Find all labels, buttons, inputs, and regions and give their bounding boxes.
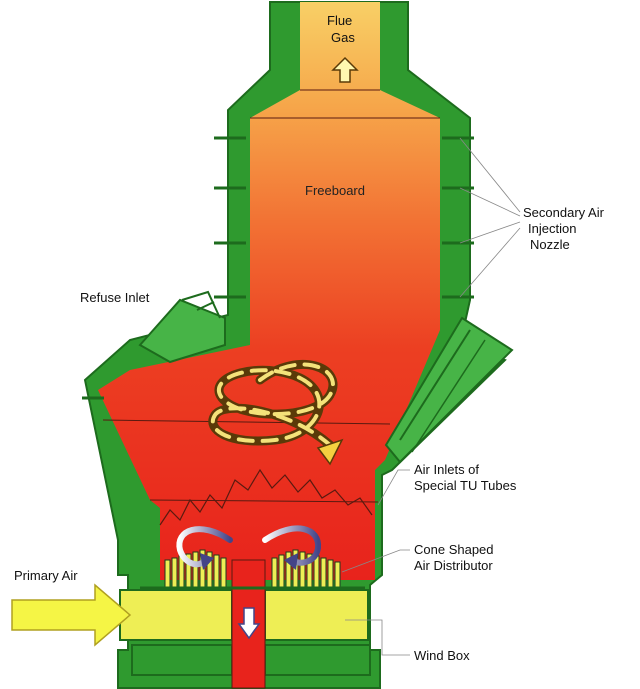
air-inlets-label-2: Special TU Tubes [414, 478, 517, 493]
flue-gas-label-2: Gas [331, 30, 355, 45]
wind-box-label: Wind Box [414, 648, 470, 663]
secondary-air-label: Secondary Air [523, 205, 605, 220]
return-leg [384, 316, 514, 464]
cone-distributor-label: Cone Shaped [414, 542, 494, 557]
secondary-air-label-2: Injection [528, 221, 576, 236]
cone-distributor-label-2: Air Distributor [414, 558, 493, 573]
spiral-arrowhead [316, 438, 344, 466]
secondary-air-nozzles [82, 136, 474, 400]
flue-gas-label: Flue [327, 13, 352, 28]
refuse-inlet-chute [138, 290, 226, 364]
bed-swirl-arrows [176, 525, 322, 568]
primary-air-label: Primary Air [14, 568, 78, 583]
right-arrow-icon [11, 583, 132, 647]
bed-surface [159, 468, 373, 526]
leader-lines [341, 137, 521, 656]
wind-box-right [264, 589, 369, 641]
down-arrow-icon [237, 607, 261, 640]
swirl-arrowhead-right [284, 553, 298, 570]
swirl-arrowhead-left [200, 553, 214, 570]
spiral-highlight [211, 362, 335, 447]
wind-box [119, 589, 371, 676]
zone-lines [102, 89, 440, 503]
up-arrow-icon [331, 56, 359, 83]
flame-region [98, 2, 440, 580]
secondary-air-label-3: Nozzle [530, 237, 570, 252]
wind-box-left [119, 589, 233, 641]
refuse-inlet-label: Refuse Inlet [80, 290, 150, 305]
air-inlets-label: Air Inlets of [414, 462, 479, 477]
freeboard-label: Freeboard [305, 183, 365, 198]
